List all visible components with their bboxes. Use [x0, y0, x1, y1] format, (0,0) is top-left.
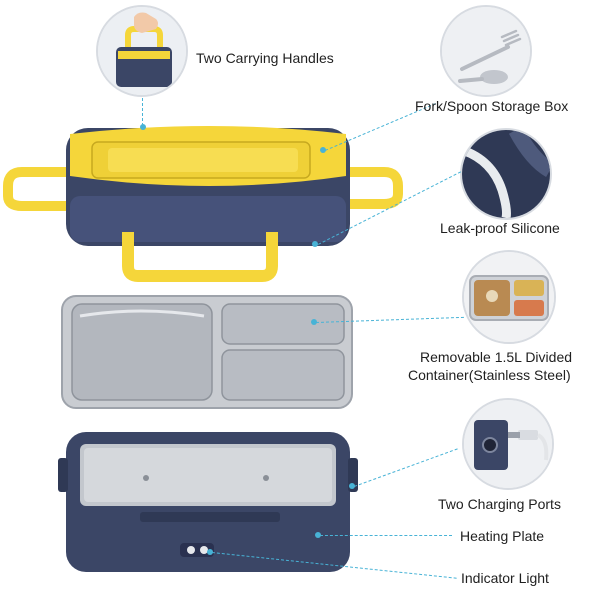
charging-detail-circle — [462, 398, 554, 490]
handle-detail-circle — [96, 5, 188, 97]
label-carrying-handles: Two Carrying Handles — [196, 50, 334, 66]
label-leak-proof-silicone: Leak-proof Silicone — [440, 220, 560, 236]
silicone-detail-circle — [460, 128, 552, 220]
fork-spoon-detail-circle — [440, 5, 532, 97]
front-handle — [122, 232, 278, 282]
label-container-line2: Container(Stainless Steel) — [408, 367, 571, 383]
label-heating-plate: Heating Plate — [460, 528, 545, 544]
stainless-tray — [61, 295, 353, 409]
callout-dot-heating — [315, 532, 321, 538]
fork-spoon-icon — [442, 7, 530, 95]
hand-icon — [98, 7, 186, 95]
silicone-seal-icon — [462, 130, 550, 218]
container-detail-circle — [462, 250, 556, 344]
lid — [66, 126, 350, 246]
label-container-line1: Removable 1.5L Divided — [420, 349, 573, 365]
callout-line-heating — [320, 535, 452, 536]
callout-dot-container — [311, 319, 317, 325]
label-fork-spoon-box: Fork/Spoon Storage Box — [415, 98, 569, 114]
callout-line-handles — [142, 98, 143, 126]
charging-plug-icon — [464, 400, 552, 488]
callout-dot-handles — [140, 124, 146, 130]
callout-dot-silicone — [312, 241, 318, 247]
label-charging-ports: Two Charging Ports — [438, 496, 561, 512]
side-handles — [3, 167, 403, 211]
heating-base — [58, 432, 358, 572]
callout-dot-fork-spoon — [320, 147, 326, 153]
divided-tray-icon — [464, 252, 554, 342]
callout-dot-indicator — [207, 549, 213, 555]
callout-dot-charging — [349, 483, 355, 489]
label-indicator-light: Indicator Light — [461, 570, 549, 586]
